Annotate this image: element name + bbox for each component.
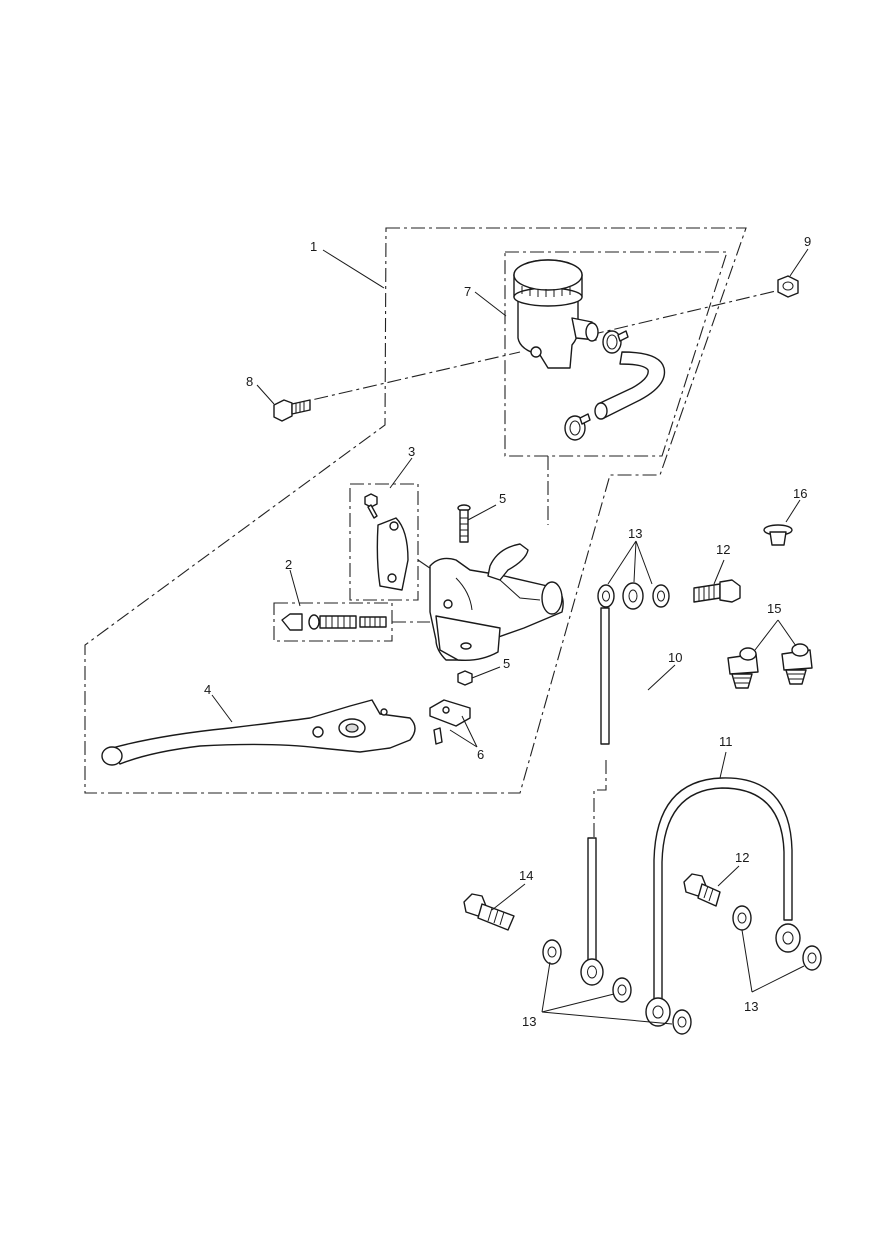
hose-clip-upper — [602, 330, 629, 354]
master-cylinder — [429, 543, 564, 662]
callout-15: 15 — [767, 601, 781, 616]
callout-13b: 13 — [744, 999, 758, 1014]
callout-13c: 13 — [522, 1014, 536, 1029]
callout-7: 7 — [464, 284, 471, 299]
callout-4: 4 — [204, 682, 211, 697]
assembly-outline-3 — [349, 483, 419, 601]
clamp — [364, 493, 409, 591]
callout-9: 9 — [804, 234, 811, 249]
brake-hose-lower — [645, 777, 801, 1027]
callout-6: 6 — [477, 747, 484, 762]
callout-2: 2 — [285, 557, 292, 572]
leader-lines — [211, 248, 809, 1025]
banjo-bolt-14 — [463, 893, 515, 931]
banjo-bolt-upper — [693, 579, 741, 603]
brake-pipe-lower — [580, 837, 604, 986]
callout-11: 11 — [719, 734, 733, 749]
grommet — [763, 524, 793, 546]
assembly-outline-7 — [504, 251, 728, 457]
hose-guide-left — [727, 647, 759, 689]
pivot-nut — [457, 670, 473, 686]
link-bolt-reservoir-nut — [289, 289, 781, 406]
washer-set-upper — [597, 582, 670, 610]
washer-set-lower — [542, 905, 822, 1035]
callout-10: 10 — [668, 650, 682, 665]
callout-13a: 13 — [628, 526, 642, 541]
callout-3: 3 — [408, 444, 415, 459]
reservoir — [513, 259, 599, 369]
pivot-bolt — [457, 504, 471, 543]
link-hose-banjo — [593, 760, 607, 838]
callout-12a: 12 — [716, 542, 730, 557]
hose-clip-lower — [564, 413, 591, 441]
assembly-outline-1 — [84, 227, 747, 794]
brake-switch — [429, 699, 471, 745]
callout-5a: 5 — [499, 491, 506, 506]
link-clamp-body — [417, 559, 441, 576]
callout-14: 14 — [519, 868, 533, 883]
banjo-bolt-lower — [683, 873, 721, 907]
push-rod-kit — [281, 613, 387, 631]
callout-1: 1 — [310, 239, 317, 254]
brake-lever — [101, 699, 416, 766]
reservoir-bolt — [273, 399, 311, 422]
callout-8: 8 — [246, 374, 253, 389]
callout-16: 16 — [793, 486, 807, 501]
callouts: 1 7 9 8 3 5 16 13 12 2 15 10 5 4 11 6 12… — [204, 234, 811, 1029]
reservoir-hose — [594, 351, 666, 420]
reservoir-nut — [777, 275, 799, 298]
callout-12b: 12 — [735, 850, 749, 865]
hose-guide-right — [781, 643, 813, 685]
brake-hose-upper — [600, 607, 610, 745]
callout-5b: 5 — [503, 656, 510, 671]
